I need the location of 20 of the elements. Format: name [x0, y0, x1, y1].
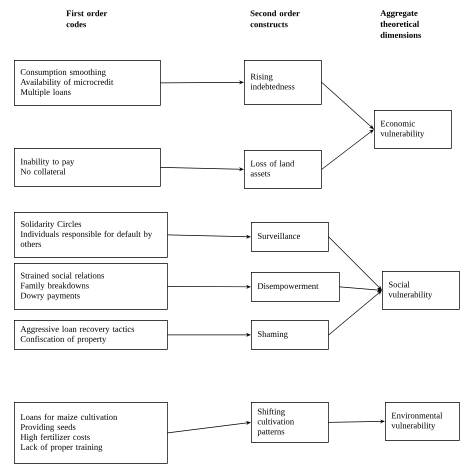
arrow — [321, 82, 374, 130]
box: Consumption smoothing Availability of microcredit Multiple loans — [14, 60, 161, 106]
box: Social vulnerability — [382, 271, 460, 310]
box: Strained social relations Family breakdowns Dowry payments — [14, 263, 168, 310]
column-heading: First order codes — [66, 10, 108, 28]
box: Environmental vulnerability — [385, 402, 460, 441]
box: Surveillance — [251, 222, 329, 252]
arrow — [328, 236, 382, 290]
box: Shifting cultivation patterns — [251, 402, 329, 443]
column-heading: Second order constructs — [250, 10, 300, 28]
box: Disempowerment — [251, 272, 340, 302]
box: Shaming — [251, 320, 329, 350]
box: Solidarity Circles Individuals responsible for default by others — [14, 212, 168, 258]
box: Aggressive loan recovery tactics Confiscation of property — [14, 320, 168, 350]
box: Inability to pay No collateral — [14, 148, 161, 187]
box: Loans for maize cultivation Providing seeds High fertilizer costs Lack of proper training — [14, 402, 168, 464]
box: Rising indebtedness — [244, 60, 322, 105]
box: Economic vulnerability — [374, 110, 452, 149]
column-heading: Aggregate theoretical dimensions — [380, 10, 422, 38]
box: Loss of land assets — [244, 150, 322, 189]
